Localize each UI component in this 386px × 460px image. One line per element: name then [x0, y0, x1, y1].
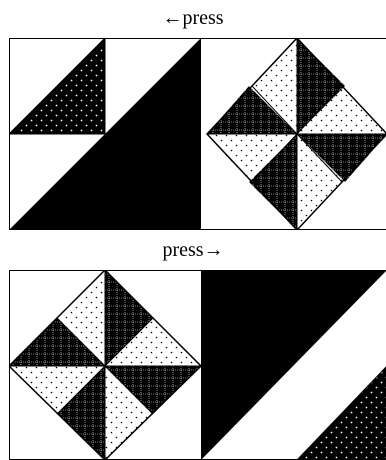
- press-left-label: ←press: [0, 6, 386, 30]
- bottom-quilt-panel: [9, 270, 386, 460]
- press-right-label: press→: [0, 238, 386, 262]
- top-quilt-panel: [9, 38, 386, 230]
